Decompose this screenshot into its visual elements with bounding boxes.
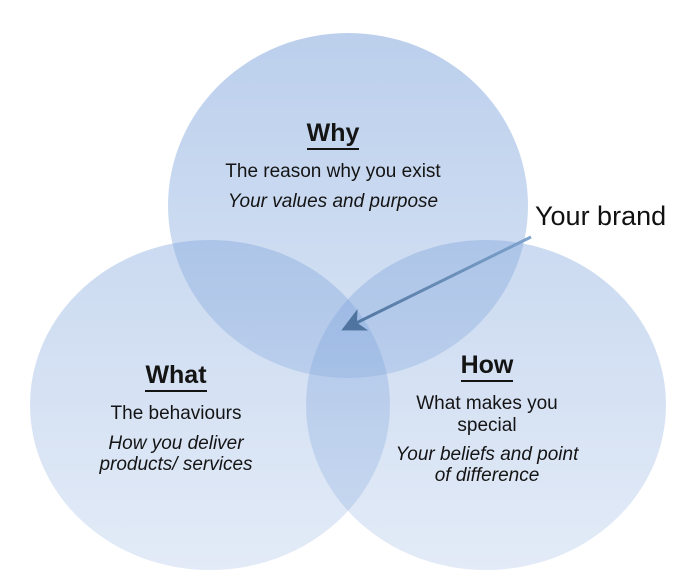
your-brand-label: Your brand <box>535 201 667 231</box>
what-title: What <box>66 362 286 393</box>
what-title-text: What <box>145 362 207 393</box>
how-title-text: How <box>460 352 514 383</box>
why-emphasis: Your values and purpose <box>227 190 439 212</box>
how-title: How <box>377 352 597 383</box>
what-circle <box>30 240 390 570</box>
why-text-block: Why The reason why you exist Your values… <box>183 120 483 212</box>
what-emphasis: How you deliver products/ services <box>99 432 253 475</box>
how-description: What makes you special <box>416 393 558 436</box>
how-text-block: How What makes you special Your beliefs … <box>377 352 597 486</box>
why-title-text: Why <box>306 120 360 151</box>
what-text-block: What The behaviours How you deliver prod… <box>66 362 286 475</box>
how-emphasis: Your beliefs and point of difference <box>395 443 579 487</box>
why-description: The reason why you exist <box>225 161 441 183</box>
what-description: The behaviours <box>110 403 242 425</box>
why-title: Why <box>183 120 483 151</box>
